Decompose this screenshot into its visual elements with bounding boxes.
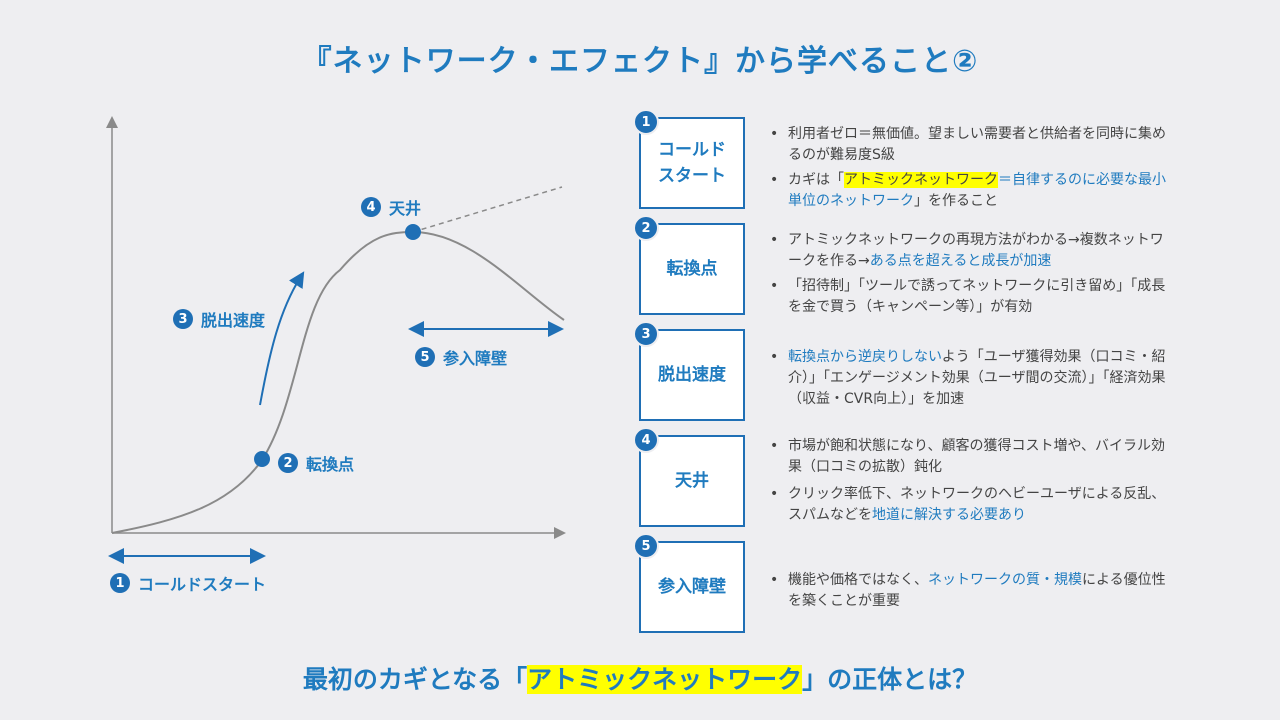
bullet-text: による優位性を築くことが重要 (788, 572, 1166, 609)
emphasis-text: 地道に解決する必要あり (872, 507, 1026, 523)
stage-number-badge: 3 (633, 321, 659, 347)
bullet-item: アトミックネットワークの再現方法がわかる→複数ネットワークを作る→ある点を超える… (766, 230, 1166, 272)
ceiling-marker (405, 224, 421, 240)
bullet-text: 「招待制」「ツールで誘ってネットワークに引き留め」「成長を金で買う（キャンペーン… (788, 278, 1166, 315)
escape-velocity-arrow (259, 271, 305, 406)
bullet-text: 」を作ること (914, 193, 998, 209)
bullet-text: よう「ユーザ獲得効果（口コミ・紹介）」「エンゲージメント効果（ユーザ間の交流）」… (788, 349, 1166, 407)
tipping-point-marker (254, 451, 270, 467)
bullet-text: 利用者ゼロ＝無価値。望ましい需要者と供給者を同時に集めるのが難易度S級 (788, 126, 1166, 163)
bullet-text: 機能や価格ではなく、 (788, 572, 928, 588)
stage-box: コールドスタート (639, 117, 745, 209)
stage-number-badge: 1 (633, 109, 659, 135)
label-text: コールドスタート (138, 575, 267, 594)
stage-name-line: 転換点 (666, 258, 718, 279)
stage-bullet-block: アトミックネットワークの再現方法がわかる→複数ネットワークを作る→ある点を超える… (766, 230, 1166, 278)
label-number: 1 (110, 573, 130, 593)
label-number: 5 (415, 347, 435, 367)
stage-bullet-block: 機能や価格ではなく、ネットワークの質・規模による優位性を築くことが重要 (766, 570, 1166, 618)
emphasis-text: ある点を超えると成長が加速 (869, 253, 1052, 269)
bullet-text: 市場が飽和状態になり、顧客の獲得コスト増や、バイラル効果（口コミの拡散）鈍化 (788, 438, 1166, 475)
stage-name-line: 脱出速度 (658, 364, 726, 385)
label-number: 2 (278, 453, 298, 473)
label-text: 脱出速度 (201, 311, 266, 330)
stage-name: コールドスタート (658, 137, 726, 190)
stage-name-line: 天井 (675, 470, 709, 491)
label-text: 転換点 (306, 455, 355, 474)
stage-number-badge: 5 (633, 533, 659, 559)
bullet-item: 市場が飽和状態になり、顧客の獲得コスト増や、バイラル効果（口コミの拡散）鈍化 (766, 436, 1166, 478)
label-number: 4 (361, 197, 381, 217)
bullet-text: クリック率低下、ネットワークのヘビーユーザによる反乱、スパムなどを (788, 486, 1166, 523)
bullet-item: 機能や価格ではなく、ネットワークの質・規模による優位性を築くことが重要 (766, 570, 1166, 612)
footer-text-before: 最初のカギとなる「 (302, 665, 528, 694)
stage-bullet-block: 転換点から逆戻りしないよう「ユーザ獲得効果（口コミ・紹介）」「エンゲージメント効… (766, 347, 1166, 416)
stage-box: 天井 (639, 435, 745, 527)
label-moat: 5 参入障壁 (415, 345, 507, 369)
stage-box: 転換点 (639, 223, 745, 315)
highlighted-text: アトミックネットワーク (844, 172, 998, 188)
stage-bullet-block: 「招待制」「ツールで誘ってネットワークに引き留め」「成長を金で買う（キャンペーン… (766, 276, 1166, 324)
label-ceiling: 4 天井 (361, 195, 421, 219)
growth-curve (111, 230, 565, 534)
label-text: 参入障壁 (443, 349, 508, 368)
stage-name: 脱出速度 (658, 362, 726, 388)
stage-name: 天井 (675, 468, 709, 494)
emphasis-text: ネットワークの質・規模 (928, 572, 1082, 588)
bullet-item: 利用者ゼロ＝無価値。望ましい需要者と供給者を同時に集めるのが難易度S級 (766, 124, 1166, 166)
emphasis-text: 転換点から逆戻りしない (788, 349, 942, 365)
stage-name-line: スタート (658, 166, 726, 186)
bullet-item: カギは「アトミックネットワーク＝自律するのに必要な最小単位のネットワーク」を作る… (766, 170, 1166, 212)
stage-bullet-block: クリック率低下、ネットワークのヘビーユーザによる反乱、スパムなどを地道に解決する… (766, 484, 1166, 532)
bullet-text: アトミックネットワークの再現方法がわかる→複数ネットワークを作る→ (788, 232, 1164, 269)
label-tipping-point: 2 転換点 (278, 451, 354, 475)
stage-name: 転換点 (667, 256, 718, 282)
stage-number-badge: 4 (633, 427, 659, 453)
bullet-text: カギは「 (788, 172, 844, 188)
stage-name: 参入障壁 (658, 574, 726, 600)
label-escape-velocity: 3 脱出速度 (173, 307, 265, 331)
stage-bullet-block: 利用者ゼロ＝無価値。望ましい需要者と供給者を同時に集めるのが難易度S級 (766, 124, 1166, 172)
label-number: 3 (173, 309, 193, 329)
ceiling-dashed-line (412, 186, 563, 233)
stage-name-line: 参入障壁 (658, 576, 726, 597)
stage-number-badge: 2 (633, 215, 659, 241)
stage-box: 参入障壁 (639, 541, 745, 633)
stage-box: 脱出速度 (639, 329, 745, 421)
page-title: 『ネットワーク・エフェクト』から学べること② (301, 44, 979, 79)
bullet-item: クリック率低下、ネットワークのヘビーユーザによる反乱、スパムなどを地道に解決する… (766, 484, 1166, 526)
bullet-item: 「招待制」「ツールで誘ってネットワークに引き留め」「成長を金で買う（キャンペーン… (766, 276, 1166, 318)
emphasis-text: ＝自律するのに必要な最小単位のネットワーク (788, 172, 1166, 209)
label-cold-start: 1 コールドスタート (110, 571, 266, 595)
footer-question: 最初のカギとなる「アトミックネットワーク」の正体とは？ (0, 660, 1280, 696)
label-text: 天井 (389, 199, 422, 218)
stage-name-line: コールド (658, 139, 726, 160)
footer-text-after: 」の正体とは？ (802, 665, 978, 694)
network-effect-curve-diagram (106, 116, 566, 564)
footer-highlight: アトミックネットワーク (527, 665, 803, 694)
stage-bullet-block: カギは「アトミックネットワーク＝自律するのに必要な最小単位のネットワーク」を作る… (766, 170, 1166, 218)
bullet-item: 転換点から逆戻りしないよう「ユーザ獲得効果（口コミ・紹介）」「エンゲージメント効… (766, 347, 1166, 410)
stage-bullet-block: 市場が飽和状態になり、顧客の獲得コスト増や、バイラル効果（口コミの拡散）鈍化 (766, 436, 1166, 484)
